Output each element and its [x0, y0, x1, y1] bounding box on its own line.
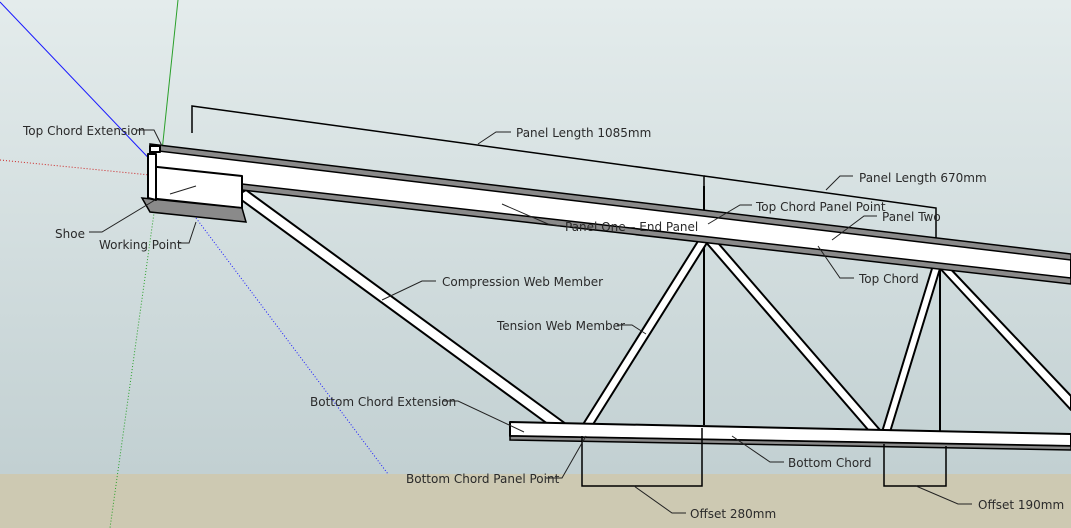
blue-axis	[0, 1, 161, 171]
label-panel-two: Panel Two	[882, 210, 941, 224]
leader-top-chord-extension	[137, 129, 163, 147]
bottom-chord-edge	[509, 435, 1071, 451]
leader-offset-280	[633, 485, 686, 514]
leader-shoe	[89, 199, 156, 233]
top-chord-extension	[149, 145, 161, 153]
leader-bottom-chord	[731, 435, 784, 463]
leader-compression-web	[381, 280, 436, 301]
leader-top-chord-panel-point	[707, 204, 752, 225]
panel-length-1085-dimension	[191, 105, 705, 186]
leader-working-point-2	[169, 185, 197, 195]
ground-plane	[0, 474, 1071, 528]
label-compression-web-member: Compression Web Member	[442, 275, 603, 289]
leader-offset-190	[915, 485, 972, 505]
green-axis-dotted	[109, 169, 161, 528]
label-panel-end: Panel One – End Panel	[565, 220, 698, 234]
label-bottom-chord-extension: Bottom Chord Extension	[310, 395, 456, 409]
label-offset-280: Offset 280mm	[690, 507, 776, 521]
leader-panel-length-670	[825, 175, 853, 191]
leader-panel-end	[501, 203, 561, 227]
shoe-side	[147, 153, 157, 201]
shoe-base	[140, 197, 248, 223]
label-shoe: Shoe	[55, 227, 85, 241]
leader-panel-two	[831, 215, 877, 241]
leader-tension-web	[617, 324, 647, 335]
leader-panel-length-1085	[477, 131, 511, 145]
panel-length-670-dimension	[703, 175, 937, 238]
label-top-chord-extension: Top Chord Extension	[22, 124, 145, 138]
leader-bottom-chord-panel-point	[546, 435, 587, 479]
label-bottom-chord: Bottom Chord	[788, 456, 872, 470]
bottom-chord	[509, 421, 1071, 447]
leader-top-chord	[817, 245, 854, 279]
label-top-chord: Top Chord	[858, 272, 919, 286]
leader-working-point	[178, 221, 197, 244]
label-working-point: Working Point	[99, 238, 182, 252]
offset-190-dimension	[883, 444, 947, 487]
label-panel-length-1085: Panel Length 1085mm	[516, 126, 651, 140]
leader-bottom-chord-extension	[443, 400, 525, 433]
label-panel-length-670: Panel Length 670mm	[859, 171, 987, 185]
blue-axis-dotted	[159, 169, 389, 475]
offset-280-dimension	[581, 428, 703, 487]
green-axis	[159, 0, 179, 171]
label-offset-190: Offset 190mm	[978, 498, 1064, 512]
label-top-chord-panel-point: Top Chord Panel Point	[755, 200, 886, 214]
label-tension-web-member: Tension Web Member	[496, 319, 625, 333]
label-bottom-chord-panel-point: Bottom Chord Panel Point	[406, 472, 560, 486]
